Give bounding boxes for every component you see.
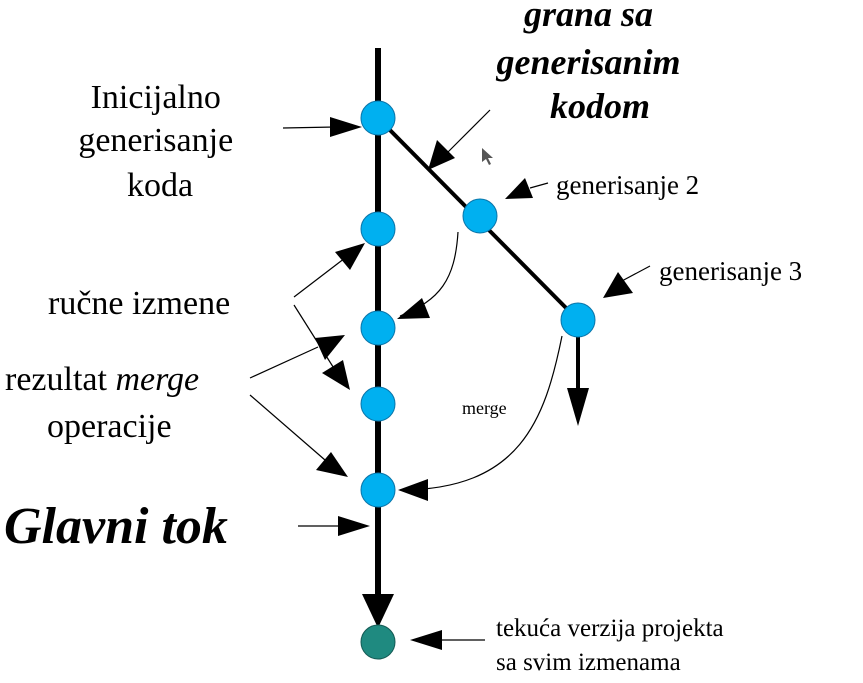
generation-3-arrowhead: [603, 272, 633, 298]
branch-title-arrow: [444, 109, 491, 156]
manual-changes-arrowhead-down: [322, 360, 350, 390]
generation-3-label: generisanje 3: [659, 256, 802, 286]
manual-changes-label: ručne izmene: [48, 285, 230, 322]
merge-result-label: rezultat merge: [5, 361, 199, 398]
current-version-label: tekuća verzija projekta sa svim izmenama: [496, 615, 730, 676]
merge-result-italic: merge: [115, 361, 199, 398]
node-merge-1: [360, 310, 396, 346]
merge-arrow-from-gen2: [399, 231, 459, 317]
generation-3-arrow: [619, 265, 651, 283]
node-manual-change-1: [360, 211, 396, 247]
main-flow-label: Glavni tok: [4, 498, 228, 555]
merge-arrow-from-gen3: [399, 335, 563, 491]
initial-generation-label: Inicijalno generisanje koda: [78, 79, 241, 204]
mouse-cursor-icon: [482, 148, 493, 165]
manual-changes-arrow-up: [293, 257, 346, 298]
branch-end-arrowhead: [567, 388, 589, 426]
generation-2-arrowhead: [505, 178, 533, 199]
branch-title: grana sa generisanim kodom: [495, 0, 689, 126]
branch-title-arrowhead: [428, 140, 455, 170]
merge-arrow-from-gen2-head: [397, 298, 430, 319]
merge-result-arrowhead-up: [315, 335, 345, 360]
generation-2-label: generisanje 2: [556, 170, 699, 200]
merge-result-arrow-down: [249, 394, 326, 461]
manual-changes-arrowhead-up: [335, 243, 365, 270]
merge-result-arrowhead-down: [316, 452, 348, 477]
manual-changes-arrow-down: [293, 304, 336, 371]
main-trunk-arrowhead: [362, 594, 394, 628]
current-version-arrowhead: [410, 630, 442, 650]
main-flow-arrowhead: [338, 516, 370, 536]
node-generation-3: [560, 302, 596, 338]
generation-2-arrow: [529, 182, 549, 189]
node-merge-2: [360, 472, 396, 508]
initial-generation-arrow: [282, 126, 336, 129]
merge-result-prefix: rezultat: [5, 361, 115, 398]
node-initial-generation: [360, 100, 396, 136]
merge-result-label-line2: operacije: [47, 408, 172, 445]
node-current-version: [360, 624, 396, 660]
node-generation-2: [462, 198, 498, 234]
initial-generation-arrowhead: [330, 117, 362, 137]
merge-result-arrow-up: [249, 346, 319, 379]
node-manual-change-2: [360, 386, 396, 422]
merge-edge-label: merge: [462, 398, 507, 418]
merge-arrow-from-gen3-head: [398, 479, 428, 501]
